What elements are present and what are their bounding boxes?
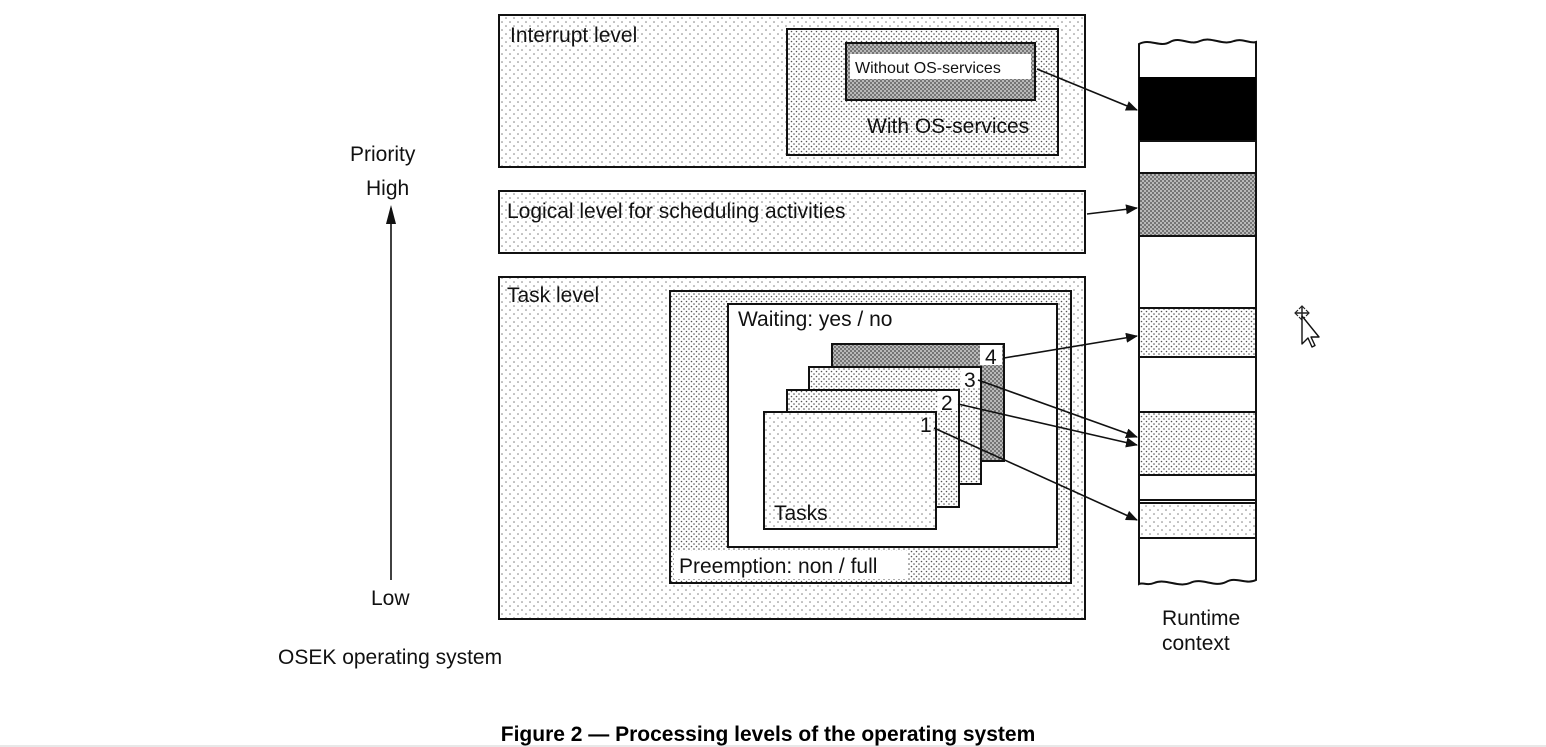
runtime-slot-task-1 — [1138, 502, 1257, 539]
with-os-services-label: With OS-services — [867, 115, 1029, 138]
arrow-interrupt — [1036, 68, 1138, 111]
waiting-label: Waiting: yes / no — [738, 308, 892, 331]
task-card-1: 1 Tasks — [763, 411, 937, 530]
logical-level-box: Logical level for scheduling activities — [498, 190, 1086, 254]
runtime-slot-logical — [1138, 172, 1257, 237]
arrow-task-1 — [933, 427, 1138, 521]
arrow-logical — [1086, 204, 1138, 215]
task-number-2: 2 — [941, 392, 953, 415]
tasks-label: Tasks — [774, 502, 828, 525]
priority-low-label: Low — [371, 587, 410, 610]
runtime-context-column — [1138, 38, 1257, 586]
task-number-1: 1 — [920, 414, 932, 437]
mouse-cursor-icon — [1294, 305, 1320, 348]
priority-label: Priority — [350, 143, 416, 166]
arrow-task-4 — [1003, 332, 1138, 359]
runtime-slot-task-2-3 — [1138, 411, 1257, 476]
runtime-slot-interrupt — [1139, 77, 1256, 141]
logical-level-label: Logical level for scheduling activities — [507, 200, 846, 223]
figure-caption: Figure 2 — Processing levels of the oper… — [501, 723, 1036, 746]
without-os-services-label: Without OS-services — [855, 60, 1001, 77]
connector-arrows — [933, 68, 1138, 521]
arrow-task-2 — [957, 403, 1138, 448]
arrow-task-3 — [977, 379, 1138, 438]
priority-arrowhead — [386, 205, 396, 224]
preemption-label: Preemption: non / full — [679, 555, 877, 578]
task-number-4: 4 — [985, 346, 997, 369]
without-os-services-box: Without OS-services — [845, 42, 1036, 101]
task-level-label: Task level — [507, 284, 599, 307]
os-name-label: OSEK operating system — [278, 646, 502, 669]
context-label: context — [1162, 632, 1230, 655]
runtime-slot-task-4 — [1138, 307, 1257, 358]
runtime-label: Runtime — [1162, 607, 1240, 630]
priority-high-label: High — [366, 177, 409, 200]
interrupt-level-label: Interrupt level — [510, 24, 637, 47]
task-number-3: 3 — [964, 369, 976, 392]
